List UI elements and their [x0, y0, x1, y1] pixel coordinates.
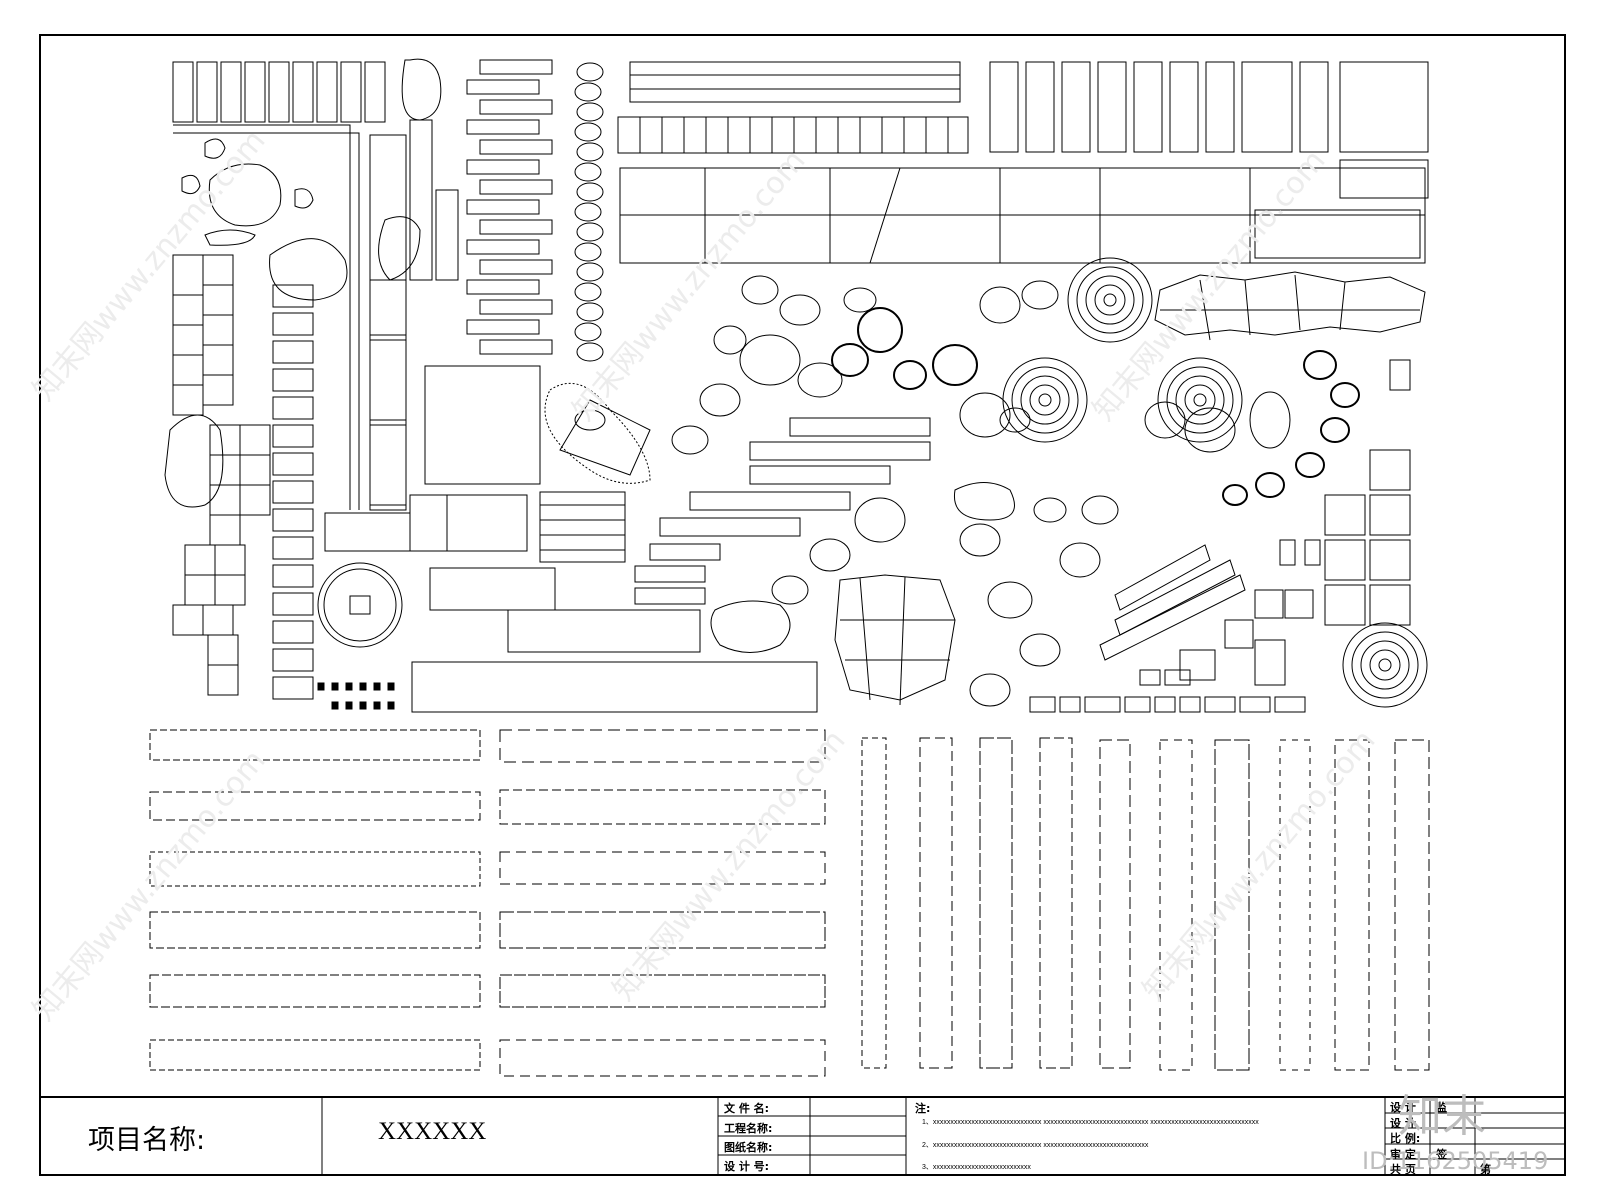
note-line: 3、xxxxxxxxxxxxxxxxxxxxxxxxxxxx	[922, 1164, 1031, 1171]
design-number-label: 设 计 号:	[724, 1160, 770, 1173]
stepping-stone-column	[164, 254, 271, 696]
flagstone-band	[1154, 271, 1426, 341]
project-title-label: 工程名称:	[724, 1122, 773, 1135]
crazy-paving	[834, 574, 956, 706]
pebble-columns	[861, 737, 1430, 1071]
page-count-label: 共 页	[1390, 1163, 1416, 1176]
pebble-bands-left	[149, 729, 481, 1071]
pebble-chain	[574, 62, 604, 362]
approval-label: 审 定	[1390, 1148, 1416, 1161]
page-number-label: 第	[1480, 1163, 1491, 1176]
note-line: 2、xxxxxxxxxxxxxxxxxxxxxxxxxxxxxxx xxxxxx…	[922, 1142, 1149, 1149]
plank-strips	[172, 61, 459, 510]
file-name-label: 文 件 名:	[724, 1102, 770, 1115]
brand-logo: 知末	[1398, 1091, 1486, 1142]
drawing-name-label: 图纸名称:	[724, 1141, 773, 1154]
paving-pattern	[619, 167, 1426, 264]
vertical-slabs	[989, 61, 1429, 199]
paver-column	[272, 284, 314, 700]
scattered-stones	[544, 275, 1360, 707]
square-tiles	[1029, 359, 1411, 713]
scale-label: 比 例:	[1390, 1132, 1421, 1145]
supervisor-label: 监	[1436, 1101, 1447, 1114]
slab-layout	[317, 279, 818, 713]
brick-strips	[466, 59, 553, 355]
designer-label: 设 计	[1390, 1101, 1416, 1114]
id-tag: ID:1162505419	[1362, 1147, 1549, 1175]
sheet-border	[39, 34, 1566, 1176]
project-name-value: XXXXXX	[378, 1118, 487, 1145]
boulder-cluster	[181, 58, 442, 301]
concentric-rings	[1002, 257, 1428, 708]
note-line: 1、xxxxxxxxxxxxxxxxxxxxxxxxxxxxxxx xxxxxx…	[922, 1119, 1259, 1126]
project-name-label: 项目名称:	[88, 1125, 206, 1156]
signature-label: 签	[1436, 1148, 1447, 1161]
brick-wall	[617, 61, 969, 154]
pebble-bands-middle	[499, 729, 826, 1077]
step-strips	[634, 417, 1246, 661]
designer-label-2: 设 计	[1390, 1117, 1416, 1130]
notes-label: 注:	[915, 1102, 931, 1115]
